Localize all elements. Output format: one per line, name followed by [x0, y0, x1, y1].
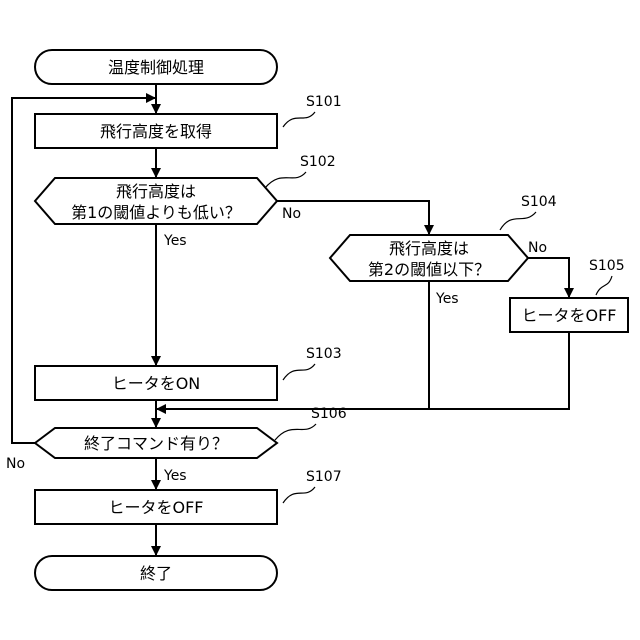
s106-yes-label: Yes	[163, 468, 187, 484]
s103-label: ヒータをON	[112, 374, 201, 393]
s106-label: 終了コマンド有り？	[84, 434, 228, 453]
s102-label-line2: 第1の閾値よりも低い？	[71, 203, 241, 222]
s106-leader	[275, 424, 316, 440]
start-label: 温度制御処理	[108, 58, 204, 77]
s107-leader	[283, 487, 315, 503]
s107-step-label: S107	[306, 469, 342, 485]
s102-step-label: S102	[300, 154, 336, 170]
s104-no-label: No	[528, 240, 547, 256]
s102-yes-label: Yes	[163, 233, 187, 249]
s101-leader	[283, 112, 315, 127]
s103-leader	[283, 364, 315, 380]
s104-yes-label: Yes	[435, 291, 459, 307]
s101-step-label: S101	[306, 94, 342, 110]
s106-step-label: S106	[311, 406, 347, 422]
s105-label: ヒータをOFF	[521, 306, 616, 325]
s106-no-label: No	[6, 456, 25, 472]
edge-s104-no-to-s105	[528, 258, 569, 297]
s107-label: ヒータをOFF	[108, 498, 203, 517]
s101-label: 飛行高度を取得	[100, 122, 212, 141]
s104-step-label: S104	[521, 194, 557, 210]
s104-leader	[500, 212, 536, 230]
end-label: 終了	[140, 564, 172, 583]
s102-label-line1: 飛行高度は	[116, 182, 196, 201]
s105-step-label: S105	[589, 258, 625, 274]
s103-step-label: S103	[306, 346, 342, 362]
s102-leader	[265, 172, 306, 188]
s104-label-line2: 第2の閾値以下？	[368, 260, 490, 279]
s105-leader	[596, 276, 612, 295]
s102-no-label: No	[282, 206, 301, 222]
s104-label-line1: 飛行高度は	[389, 239, 469, 258]
